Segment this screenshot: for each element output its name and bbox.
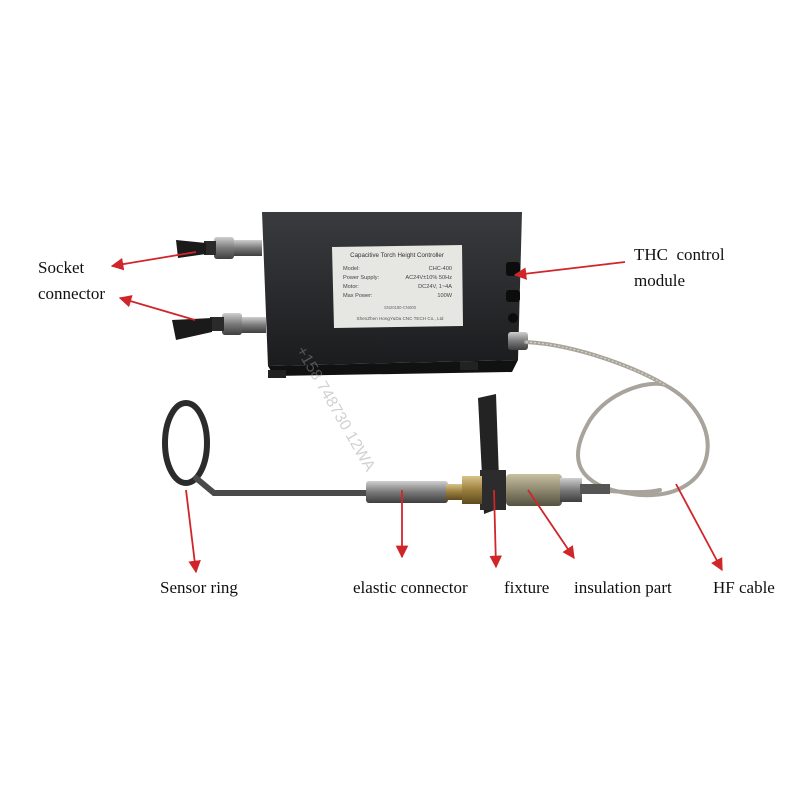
label-thc-line1: THC control — [634, 245, 725, 264]
hf-cable — [524, 340, 710, 498]
socket-connector-bottom — [172, 313, 266, 340]
annotation-arrows — [110, 251, 723, 574]
arrow-sensor-ring — [185, 489, 201, 574]
label-socket-line2: connector — [38, 284, 106, 303]
socket-connector-top — [176, 237, 262, 259]
arrow-insulation-part — [527, 489, 575, 560]
nameplate-maker: ShenZhen HongYuDa CNC TECH Co., Ltd — [357, 316, 444, 321]
arrow-thc-module — [513, 261, 626, 280]
nameplate-row-key: Power Supply: — [343, 275, 380, 281]
nameplate-serial: SN20180-CN000 — [384, 305, 417, 310]
nameplate-row-value: DC24V, 1~4A — [418, 284, 452, 290]
nameplate-row-key: Motor: — [343, 284, 359, 290]
cable-gland — [508, 332, 528, 350]
insulation-part — [506, 474, 610, 506]
fixture — [462, 394, 506, 514]
label-fixture: fixture — [504, 578, 550, 597]
nameplate-title: Capacitive Torch Height Controller — [350, 252, 444, 259]
arrow-socket-top — [110, 251, 197, 271]
label-socket-line1: Socket — [38, 258, 85, 277]
nameplate-row-value: AC24V±10% 50Hz — [405, 275, 452, 281]
nameplate-row-value: CHC-400 — [429, 266, 452, 272]
label-hf-cable: HF cable — [713, 578, 775, 597]
nameplate-row-key: Max Power: — [343, 293, 373, 299]
nameplate-row-key: Model: — [343, 266, 360, 272]
label-thc-line2: module — [634, 271, 685, 290]
label-insulation-part: insulation part — [574, 578, 672, 597]
label-sensor-ring: Sensor ring — [160, 578, 238, 597]
nameplate: Capacitive Torch Height Controller Model… — [332, 245, 463, 328]
label-socket-connector: Socket connector — [38, 255, 105, 307]
arrow-fixture — [489, 489, 503, 569]
arrow-socket-bottom — [118, 295, 196, 321]
label-thc-module: THC control module — [634, 242, 725, 294]
label-elastic-connector: elastic connector — [353, 578, 468, 597]
arrow-hf-cable — [675, 483, 723, 572]
sensor-ring — [162, 400, 375, 496]
elastic-connector — [366, 481, 462, 503]
nameplate-row-value: 100W — [437, 293, 452, 299]
